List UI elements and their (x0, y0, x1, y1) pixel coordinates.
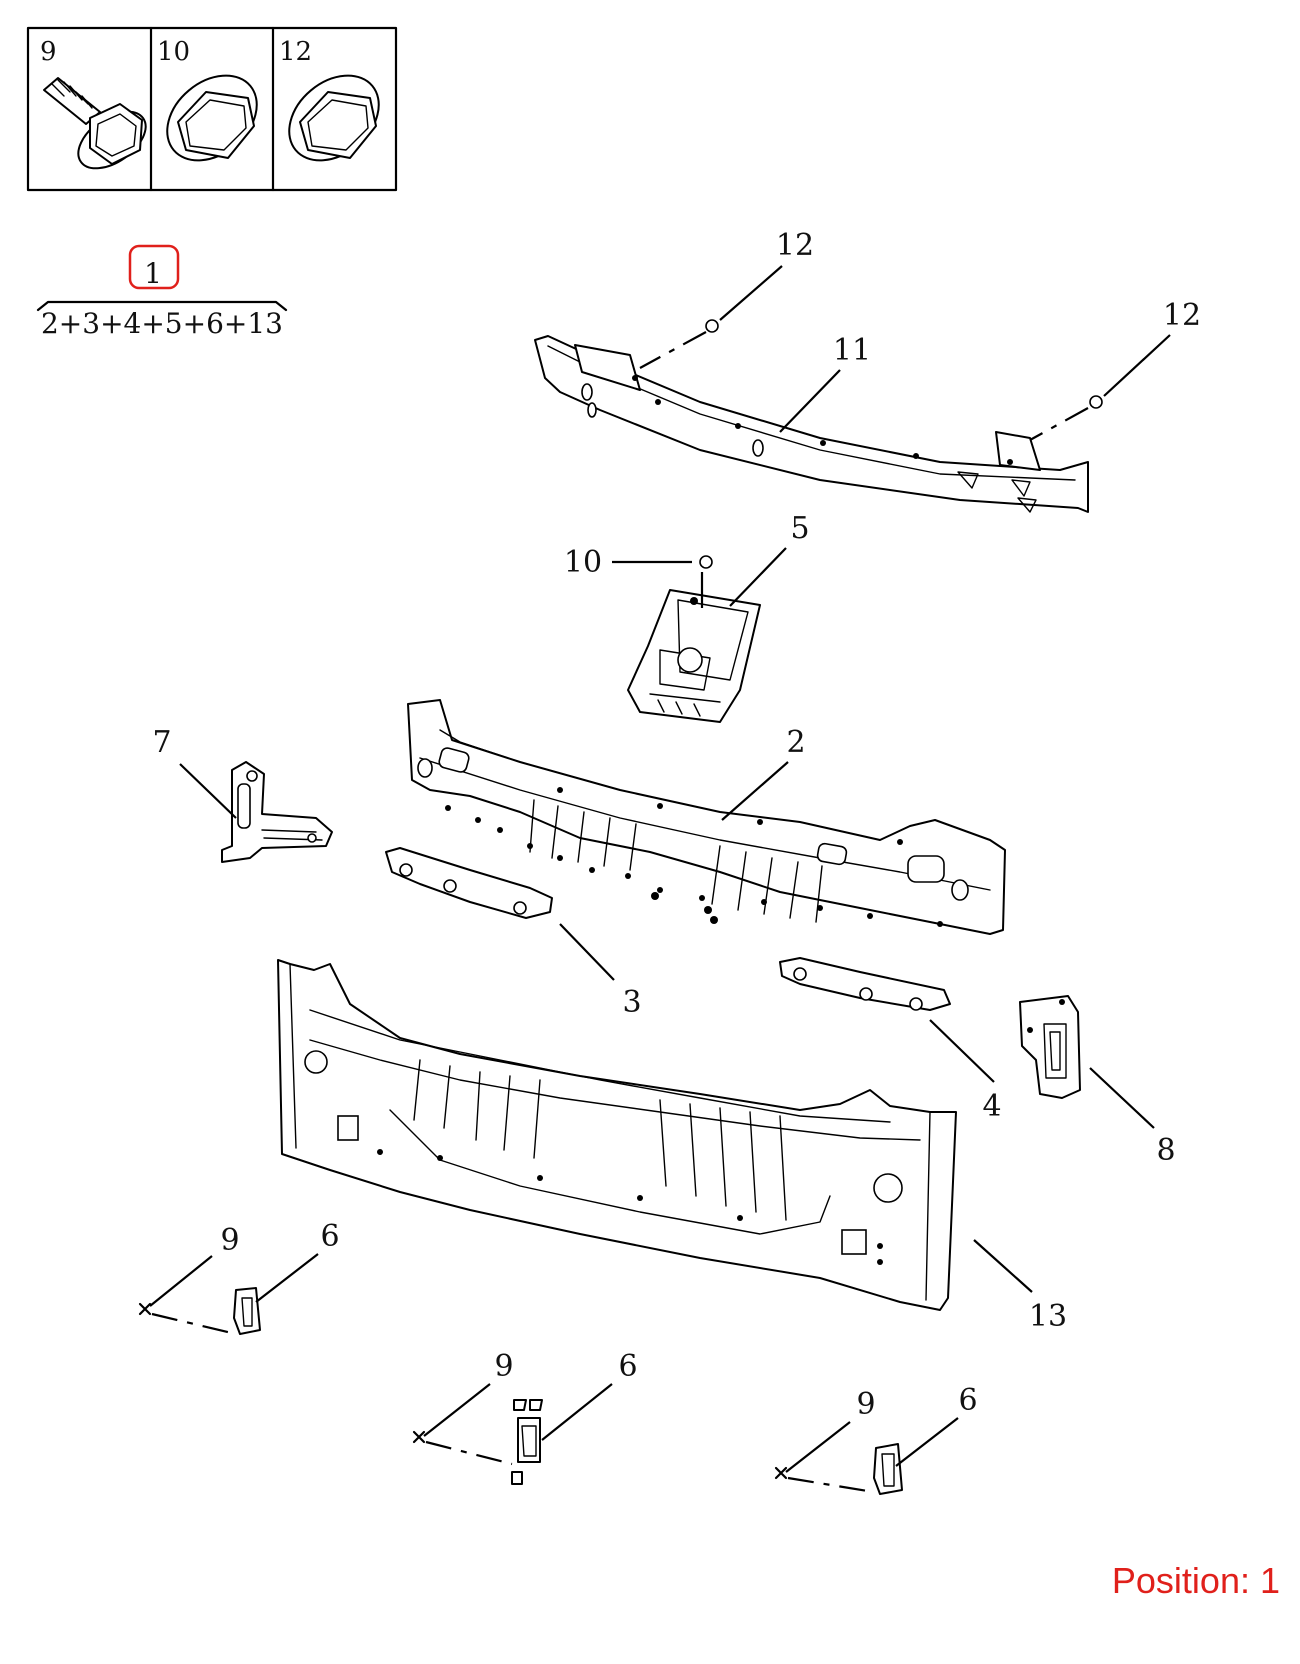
callout-5: 5 (790, 511, 809, 546)
fastener-legend: 9 10 12 (26, 26, 398, 192)
legend-number-12: 12 (279, 37, 312, 67)
callout-9-right: 9 (856, 1387, 875, 1422)
clip-left (233, 1287, 261, 1335)
flange-bolt-icon (43, 77, 147, 170)
callout-7: 7 (152, 725, 171, 760)
callout-8: 8 (1156, 1133, 1175, 1168)
assembly-formula: 1 2+3+4+5+6+13 (36, 244, 288, 340)
screw-symbol-center (412, 1430, 426, 1444)
bumper-reinforcement-beam (534, 335, 1089, 513)
callout-4: 4 (982, 1089, 1001, 1124)
clip-center (511, 1399, 543, 1485)
flange-nut-icon (288, 74, 380, 162)
callout-11: 11 (833, 333, 871, 368)
legend-number-9: 9 (40, 37, 57, 67)
callout-10: 10 (564, 545, 602, 580)
left-side-bracket (221, 761, 333, 863)
nut-symbol-10 (699, 555, 713, 569)
screw-symbol-right (774, 1466, 788, 1480)
callout-numbers: 12 12 11 10 5 7 2 3 4 8 13 9 6 9 6 9 6 (152, 228, 1201, 1422)
callout-6-center: 6 (618, 1349, 637, 1384)
assembly-components: 2+3+4+5+6+13 (41, 307, 283, 340)
callout-12-upper: 12 (776, 228, 814, 263)
screw-symbol-left (138, 1302, 152, 1316)
callout-3: 3 (622, 985, 641, 1020)
callout-13: 13 (1029, 1299, 1067, 1334)
rear-end-panel (277, 959, 957, 1311)
callout-6-left: 6 (320, 1219, 339, 1254)
leader-lines (149, 265, 1171, 1494)
assembly-number: 1 (144, 257, 162, 290)
nut-symbol-12-left (705, 319, 719, 333)
nut-symbol-12-right (1089, 395, 1103, 409)
position-label: Position: 1 (1111, 1560, 1280, 1601)
center-bracket (627, 589, 761, 723)
legend-number-10: 10 (157, 37, 190, 67)
flange-nut-icon (166, 74, 258, 162)
callout-9-left: 9 (220, 1223, 239, 1258)
right-side-bracket (1019, 995, 1081, 1099)
right-reinforcement-strip (779, 957, 951, 1011)
rear-panel-crossmember (407, 699, 1006, 935)
assembly-highlight-box (128, 244, 180, 290)
clip-right (873, 1443, 903, 1495)
callout-2: 2 (786, 725, 805, 760)
callout-9-center: 9 (494, 1349, 513, 1384)
left-reinforcement-strip (385, 847, 553, 919)
callout-6-right: 6 (958, 1383, 977, 1418)
callout-12-right: 12 (1163, 298, 1201, 333)
